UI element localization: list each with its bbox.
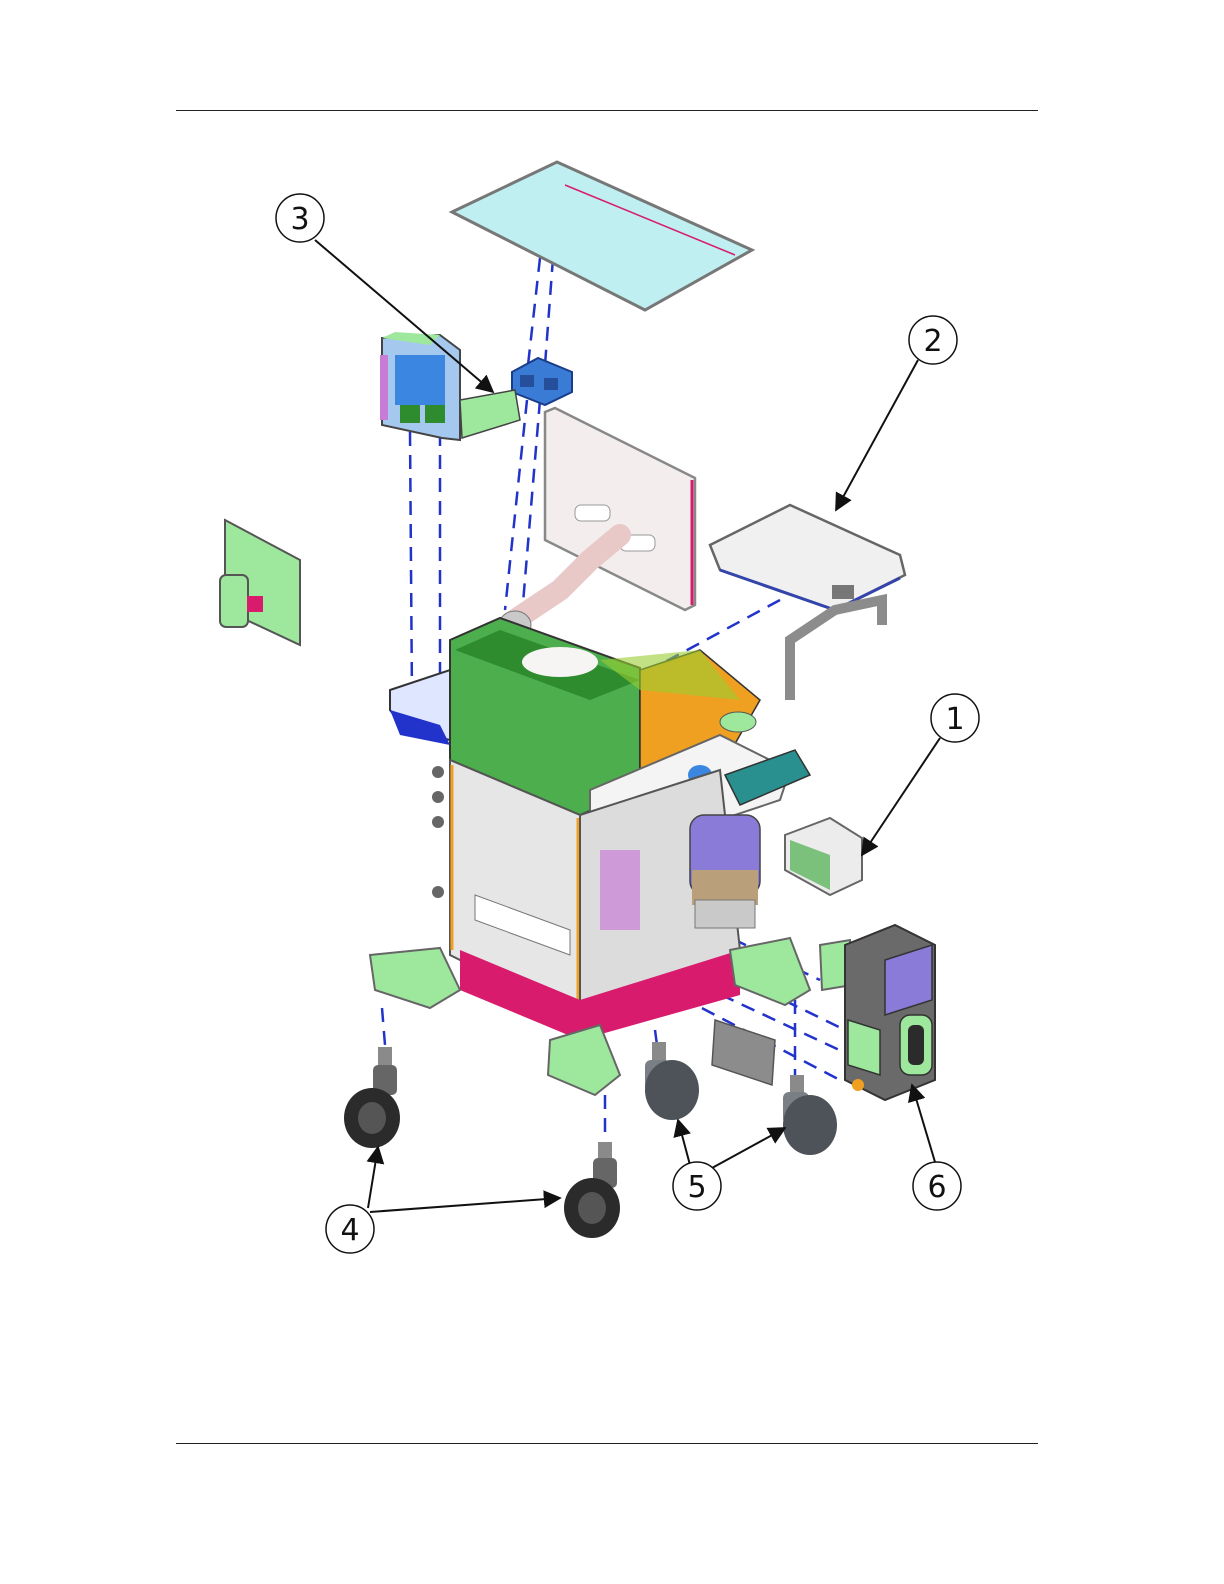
callout-1: 1 xyxy=(931,694,979,742)
small-cover-plate xyxy=(712,1020,775,1085)
callout-6: 6 xyxy=(913,1162,961,1210)
callout-6-label: 6 xyxy=(927,1170,946,1205)
callout-1-label: 1 xyxy=(945,702,964,737)
callout-2: 2 xyxy=(909,316,957,364)
small-module-box xyxy=(785,818,862,895)
callout-4: 4 xyxy=(326,1205,374,1253)
callout-3: 3 xyxy=(276,194,324,242)
callout-3-label: 3 xyxy=(290,202,309,237)
callout-2-label: 2 xyxy=(923,324,942,359)
work-surface-tray xyxy=(710,505,905,610)
callout-5-label: 5 xyxy=(687,1170,706,1205)
side-bracket-panel xyxy=(220,520,300,645)
side-module-unit xyxy=(845,925,935,1100)
blue-connector-block xyxy=(512,358,572,405)
callout-5: 5 xyxy=(673,1162,721,1210)
callout-4-label: 4 xyxy=(340,1213,359,1248)
circuit-board-module xyxy=(380,332,520,440)
top-glass-panel xyxy=(452,162,752,310)
